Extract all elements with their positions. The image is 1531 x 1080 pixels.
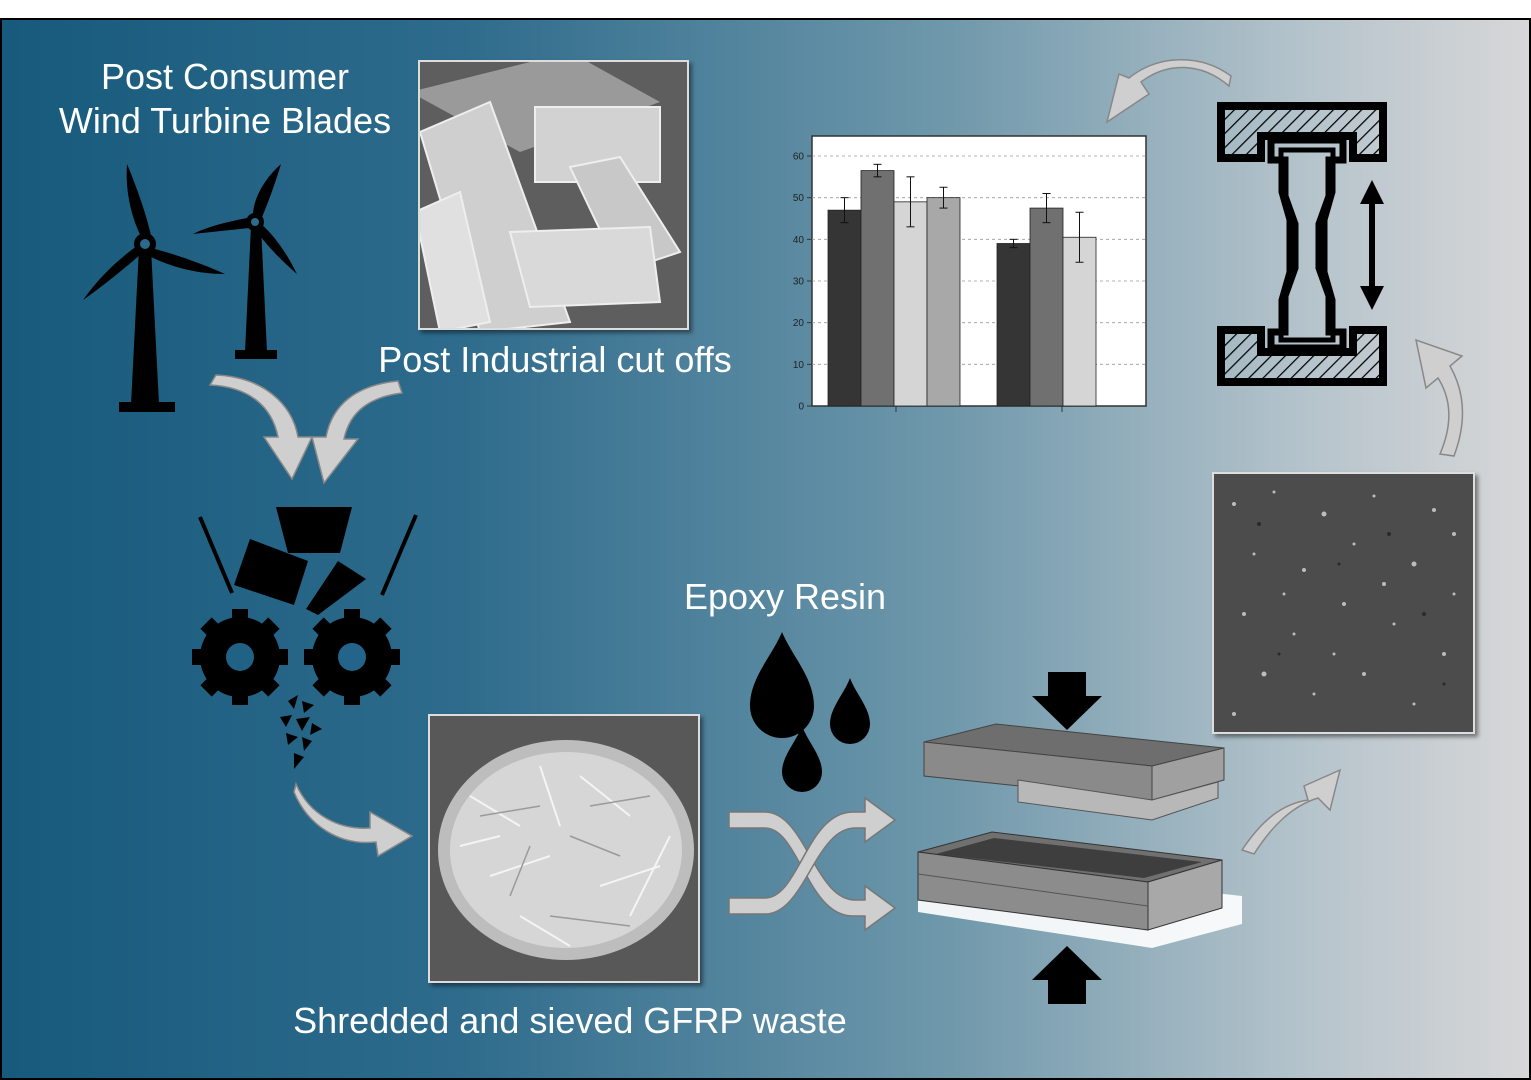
resin-drop-icon [750, 632, 870, 792]
label-post-consumer: Post Consumer [100, 56, 350, 97]
chart-bar [860, 170, 895, 407]
chart-bar [1062, 236, 1097, 407]
curved-arrow-icon [208, 374, 404, 485]
gear-icon [192, 609, 288, 705]
shredder-icon [192, 507, 418, 769]
wind-turbine-icon [83, 164, 297, 412]
tensile-test-icon [1217, 102, 1387, 386]
y-tick-label: 30 [793, 277, 805, 288]
mold-press-icon [917, 672, 1242, 1004]
y-tick-label: 50 [793, 193, 805, 204]
curved-arrow-icon [1414, 338, 1464, 457]
bar-chart: 0 10 20 30 40 50 60 [793, 135, 1147, 413]
chart-bar [996, 243, 1031, 407]
chart-bar [1029, 207, 1064, 407]
label-epoxy-resin: Epoxy Resin [683, 576, 887, 617]
curved-arrow-icon [1240, 768, 1342, 855]
gear-icon [304, 609, 400, 705]
y-tick-label: 10 [793, 360, 805, 371]
label-wind-turbine-blades: Wind Turbine Blades [58, 100, 392, 141]
shredded-gfrp-photo [428, 714, 700, 983]
post-industrial-cutoffs-photo [418, 60, 689, 330]
chart-bar [893, 201, 928, 407]
shuffle-arrow-icon [728, 796, 897, 932]
composite-sample-photo [1212, 472, 1475, 734]
label-post-industrial: Post Industrial cut offs [378, 339, 732, 380]
y-tick-label: 0 [798, 402, 804, 413]
curved-arrow-icon [1105, 59, 1232, 124]
chart-bar [926, 197, 961, 407]
chart-bar [827, 209, 862, 407]
label-shredded-gfrp: Shredded and sieved GFRP waste [293, 1000, 847, 1041]
y-tick-label: 60 [793, 152, 805, 163]
y-tick-label: 40 [793, 235, 805, 246]
curved-arrow-icon [293, 781, 414, 858]
y-tick-label: 20 [793, 318, 805, 329]
